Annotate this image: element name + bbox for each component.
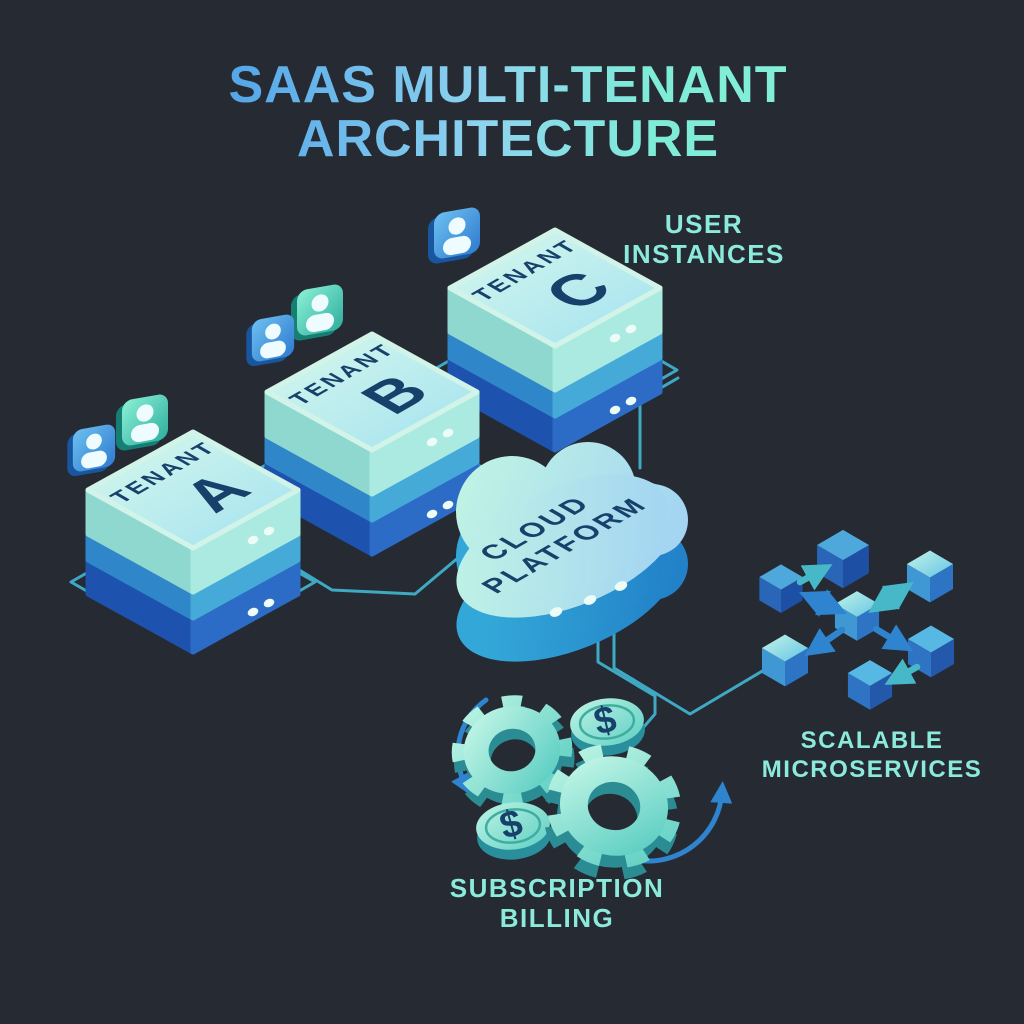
microservices-line2: MICROSERVICES xyxy=(762,756,982,783)
cloud-top xyxy=(456,442,688,618)
billing-cycle-arrow-right xyxy=(633,781,733,864)
user-instances-line1: USER xyxy=(665,209,743,239)
microservice-arrows xyxy=(796,564,921,685)
user-instances-label: USER INSTANCES xyxy=(623,209,785,269)
connector-cloud-billing xyxy=(596,626,657,752)
tenant-b-stack: TENANT B xyxy=(267,334,477,554)
microservices-label: SCALABLE MICROSERVICES xyxy=(762,727,982,783)
microservices-line1: SCALABLE xyxy=(801,727,944,754)
billing-cluster: $ $ xyxy=(454,695,733,881)
title-line1: SAAS MULTI-TENANT xyxy=(228,56,787,114)
user-instances-line2: INSTANCES xyxy=(623,239,785,269)
connector-cloud-microservices xyxy=(612,618,766,716)
title-line2: ARCHITECTURE xyxy=(297,110,719,168)
billing-line1: SUBSCRIPTION xyxy=(450,873,664,903)
cloud-platform: CLOUD PLATFORM xyxy=(456,442,688,662)
billing-label: SUBSCRIPTION BILLING xyxy=(450,873,664,933)
diagram-title: SAAS MULTI-TENANT ARCHITECTURE xyxy=(228,56,787,168)
microservices-cluster xyxy=(759,529,955,710)
tenant-c-stack: TENANT C xyxy=(450,230,660,450)
cloud-dots xyxy=(549,581,628,617)
connector-tenant-a-cloud xyxy=(268,550,467,596)
billing-line2: BILLING xyxy=(500,903,615,933)
